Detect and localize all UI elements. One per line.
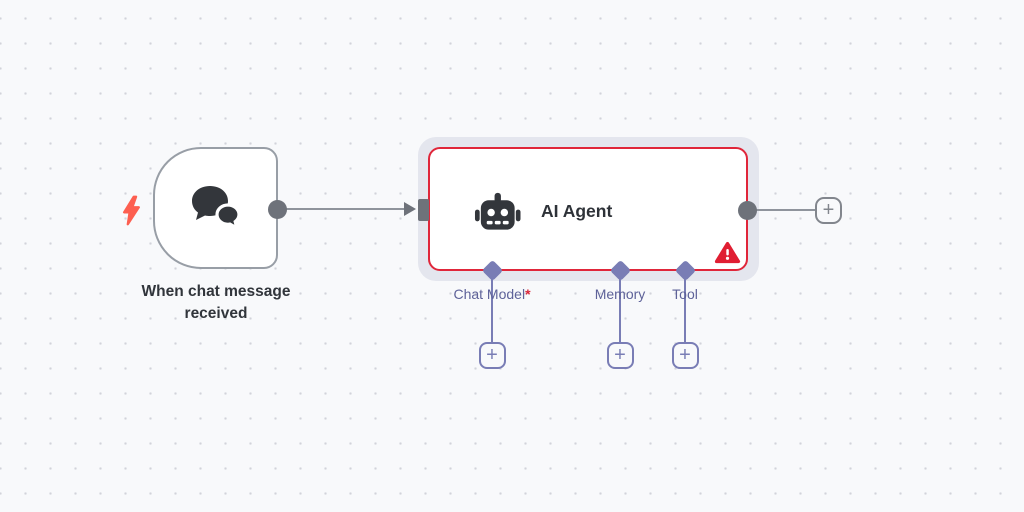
connection-line[interactable] [277,208,406,211]
agent-node-ai-agent[interactable]: AI Agent [428,147,748,271]
agent-node-title: AI Agent [541,201,613,221]
add-chat-model-button[interactable]: + [478,342,506,369]
robot-icon [474,189,521,236]
output-connection-line [755,209,817,212]
sub-input-line-memory [618,274,622,342]
sub-input-line-tool [683,274,687,342]
agent-output-port[interactable] [738,201,757,220]
sub-input-label-memory: Memory [594,286,646,302]
trigger-node-label: When chat message received [141,283,291,322]
sub-input-line-chat-model [490,274,494,342]
connection-arrowhead-icon [404,202,416,216]
required-asterisk: * [525,286,531,302]
trigger-output-port[interactable] [268,200,287,219]
add-node-button[interactable]: + [815,197,842,224]
chat-bubbles-icon [189,183,243,234]
add-tool-button[interactable]: + [671,342,699,369]
lightning-bolt-icon [120,194,142,227]
sub-input-label-chat-model: Chat Model* [453,286,531,302]
agent-input-port[interactable] [418,199,429,221]
add-memory-button[interactable]: + [606,342,634,369]
warning-triangle-icon [714,241,741,264]
trigger-node-when-chat-message-received[interactable] [153,147,278,269]
sub-input-label-tool: Tool [672,286,698,302]
